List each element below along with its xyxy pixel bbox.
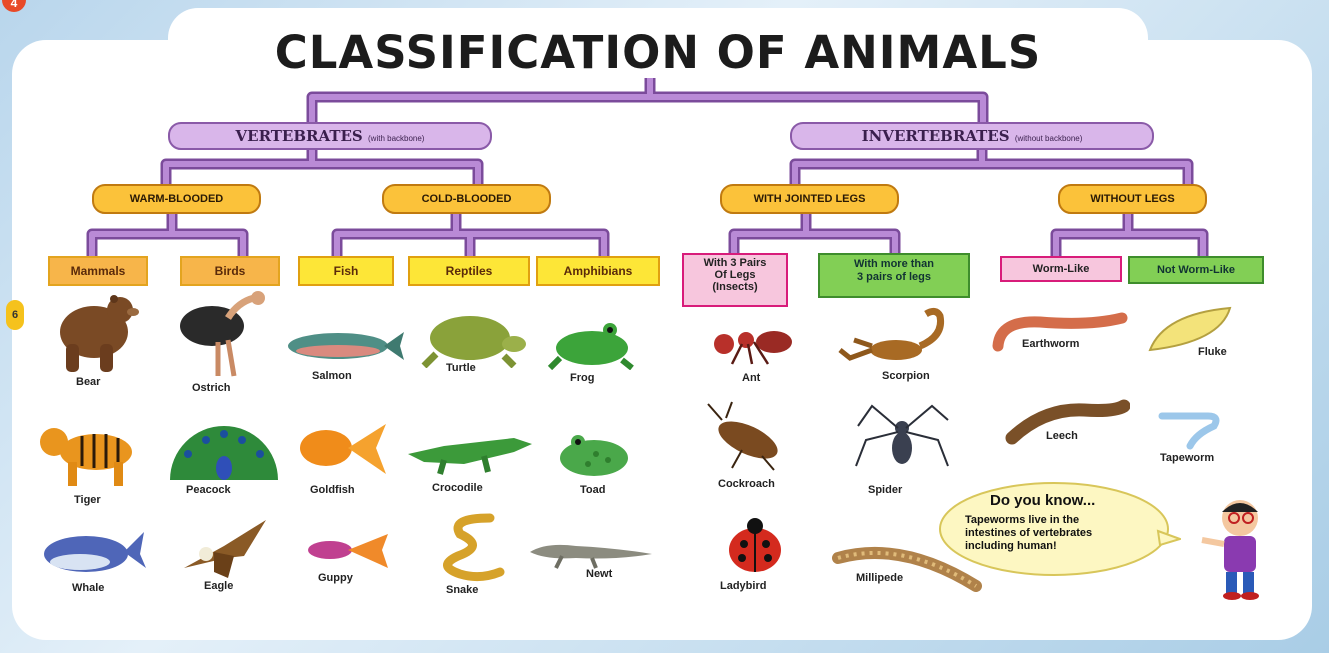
ladybird-illustration xyxy=(718,514,792,576)
whale-illustration xyxy=(40,520,148,578)
frog-illustration xyxy=(546,318,636,370)
ant-illustration xyxy=(706,318,798,368)
did-you-know-heading: Do you know... xyxy=(990,492,1095,509)
frog-label: Frog xyxy=(570,372,594,384)
worm-like-box: Worm-Like xyxy=(1000,256,1122,282)
more-legs-line-1: With more than xyxy=(820,258,968,271)
spider-illustration xyxy=(852,396,952,480)
jointed-legs-pill: WITH JOINTED LEGS xyxy=(720,184,899,214)
bear-illustration xyxy=(44,292,144,376)
whale-label: Whale xyxy=(72,582,104,594)
toad-illustration xyxy=(552,430,636,480)
leech-label: Leech xyxy=(1046,430,1078,442)
millipede-label: Millipede xyxy=(856,572,903,584)
bear-label: Bear xyxy=(76,376,100,388)
more-legs-box: With more than 3 pairs of legs xyxy=(818,253,970,298)
invertebrates-note: (without backbone) xyxy=(1015,134,1083,143)
amphibians-box: Amphibians xyxy=(536,256,660,286)
newt-label: Newt xyxy=(586,568,612,580)
ostrich-illustration xyxy=(168,290,278,378)
tapeworm-illustration xyxy=(1156,404,1224,450)
snake-illustration xyxy=(430,512,510,584)
cold-blooded-pill: COLD-BLOODED xyxy=(382,184,551,214)
turtle-illustration xyxy=(414,310,530,368)
ladybird-label: Ladybird xyxy=(720,580,766,592)
insects-line-2: Of Legs xyxy=(684,269,786,281)
invertebrates-label: INVERTEBRATES xyxy=(862,127,1010,145)
salmon-label: Salmon xyxy=(312,370,352,382)
ant-label: Ant xyxy=(742,372,760,384)
newt-illustration xyxy=(526,534,654,570)
not-worm-like-box: Not Worm-Like xyxy=(1128,256,1264,284)
earthworm-label: Earthworm xyxy=(1022,338,1079,350)
vertebrates-pill: VERTEBRATES (with backbone) xyxy=(168,122,492,150)
salmon-illustration xyxy=(280,326,406,366)
cockroach-label: Cockroach xyxy=(718,478,775,490)
toad-label: Toad xyxy=(580,484,605,496)
goldfish-illustration xyxy=(290,420,390,476)
eagle-label: Eagle xyxy=(204,580,233,592)
fish-box: Fish xyxy=(298,256,394,286)
tapeworm-label: Tapeworm xyxy=(1160,452,1214,464)
ostrich-label: Ostrich xyxy=(192,382,231,394)
guppy-illustration xyxy=(302,532,390,570)
scorpion-label: Scorpion xyxy=(882,370,930,382)
mammals-box: Mammals xyxy=(48,256,148,286)
did-you-know-line-3: including human! xyxy=(965,540,1160,553)
cockroach-illustration xyxy=(702,400,796,472)
invertebrates-pill: INVERTEBRATES (without backbone) xyxy=(790,122,1154,150)
insects-line-3: (Insects) xyxy=(684,281,786,293)
did-you-know-line-1: Tapeworms live in the xyxy=(965,514,1160,527)
peacock-label: Peacock xyxy=(186,484,231,496)
scorpion-illustration xyxy=(836,306,956,374)
goldfish-label: Goldfish xyxy=(310,484,355,496)
turtle-label: Turtle xyxy=(446,362,476,374)
warm-blooded-pill: WARM-BLOODED xyxy=(92,184,261,214)
snake-label: Snake xyxy=(446,584,478,596)
page-title: CLASSIFICATION OF ANIMALS xyxy=(168,26,1148,79)
fluke-label: Fluke xyxy=(1198,346,1227,358)
without-legs-pill: WITHOUT LEGS xyxy=(1058,184,1207,214)
guppy-label: Guppy xyxy=(318,572,353,584)
insects-box: With 3 Pairs Of Legs (Insects) xyxy=(682,253,788,307)
vertebrates-label: VERTEBRATES xyxy=(236,127,363,145)
more-legs-line-2: 3 pairs of legs xyxy=(820,271,968,284)
peacock-illustration xyxy=(164,420,284,480)
vertebrates-note: (with backbone) xyxy=(368,134,424,143)
did-you-know-text: Tapeworms live in the intestines of vert… xyxy=(965,514,1160,553)
crocodile-illustration xyxy=(404,424,534,476)
insects-line-1: With 3 Pairs xyxy=(684,257,786,269)
reptiles-box: Reptiles xyxy=(408,256,530,286)
earthworm-illustration xyxy=(990,306,1130,358)
spider-label: Spider xyxy=(868,484,902,496)
birds-box: Birds xyxy=(180,256,280,286)
crocodile-label: Crocodile xyxy=(432,482,483,494)
cartoon-boy-icon xyxy=(1192,496,1282,600)
tiger-label: Tiger xyxy=(74,494,101,506)
tiger-illustration xyxy=(34,418,142,490)
eagle-illustration xyxy=(174,512,274,584)
did-you-know-line-2: intestines of vertebrates xyxy=(965,527,1160,540)
